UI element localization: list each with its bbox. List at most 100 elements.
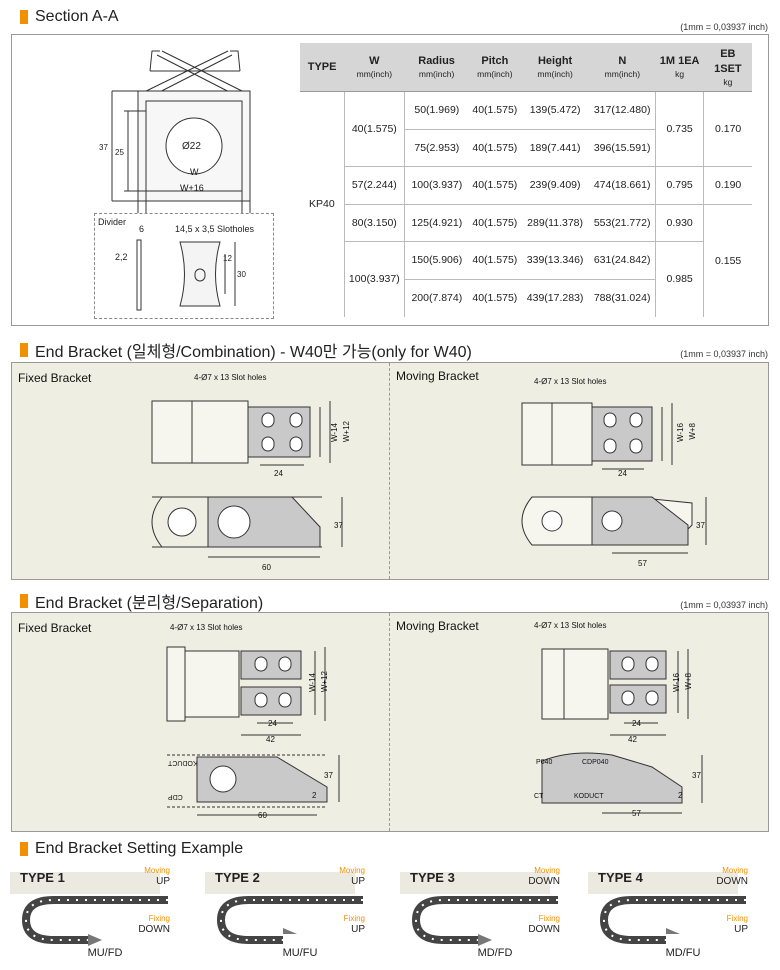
sep-fixed-24: 24 [268, 719, 277, 728]
divider-label: Divider [98, 217, 127, 227]
sep-moving-24: 24 [632, 719, 641, 728]
sep-moving-w16: W-16 [672, 673, 681, 692]
dim-37: 37 [99, 143, 108, 152]
divider-dim-12: 12 [223, 254, 232, 263]
sep-fixed-koduct: KODUCT [168, 759, 198, 766]
example-caption: MD/FD [477, 947, 513, 959]
section-marker-icon [20, 10, 28, 24]
chain-loop-icon [21, 896, 168, 946]
comb-fixed-w12: W+12 [342, 421, 351, 443]
example-caption: MU/FU [282, 947, 318, 959]
section-marker-icon [20, 594, 28, 608]
end-sep-panel: Fixed Bracket Moving Bracket 4-Ø7 x 13 S… [11, 612, 769, 832]
table-row: 200(7.874) 40(1.575) 439(17.283) 788(31.… [300, 278, 752, 317]
table-row: 80(3.150) 125(4.921) 40(1.575) 289(11.37… [300, 203, 752, 317]
divider-dim-22: 2,2 [115, 252, 128, 262]
sep-fixed-42: 42 [266, 735, 275, 744]
sep-moving-42: 42 [628, 735, 637, 744]
panel-divider [389, 363, 390, 579]
sep-fixed-cdp: CDP [168, 793, 183, 800]
cell-type: KP40 [309, 198, 335, 211]
example-type1: TYPE 1 Moving UP Fixing DOWN MU/FD [10, 864, 200, 969]
sep-moving-w8: W+8 [684, 673, 693, 690]
example-type2: TYPE 2 Moving UP Fixing UP MU/FU [205, 864, 395, 969]
divider-inset: Divider 6 2,2 14,5 x 3,5 Slotholes 12 30 [94, 213, 274, 319]
section-a-heading: Section A-A [20, 8, 119, 26]
section-a-drawing: 37 25 Ø22 [99, 50, 251, 213]
sep-moving-ct: CT [534, 793, 544, 800]
chain-loop-icon [411, 896, 558, 946]
panel-divider [389, 613, 390, 831]
sep-fixed-60: 60 [258, 811, 267, 820]
sep-moving-2: 2 [678, 791, 683, 800]
end-comb-heading: End Bracket (일체형/Combination) - W40만 가능(… [20, 338, 472, 362]
sep-moving-drawing [541, 648, 703, 814]
section-marker-icon [20, 842, 28, 856]
example-type-label: TYPE 4 [598, 870, 643, 885]
comb-moving-57: 57 [638, 559, 647, 568]
divider-dim-30: 30 [237, 270, 246, 279]
example-type-label: TYPE 3 [410, 870, 455, 885]
cell-w: 57(2.244) [343, 166, 405, 205]
table-row: KP40 40(1.575) 50(1.969) 40(1.575) 139(5… [300, 91, 752, 210]
sep-fixed-w12: W+12 [320, 671, 329, 693]
sep-moving-57: 57 [632, 809, 641, 818]
sep-fixed-drawing [166, 646, 340, 816]
comb-fixed-drawing [151, 400, 343, 558]
comb-moving-37: 37 [696, 521, 705, 530]
sep-fixed-w14: W-14 [308, 673, 317, 692]
setting-heading: End Bracket Setting Example [20, 840, 243, 858]
example-caption: MD/FU [665, 947, 701, 959]
table-row: 57(2.244) 100(3.937) 40(1.575) 239(9.409… [300, 166, 752, 205]
comb-moving-title: Moving Bracket [396, 369, 479, 383]
unit-note-sep: (1mm = 0,03937 inch) [680, 600, 768, 610]
sep-moving-title: Moving Bracket [396, 619, 479, 633]
sep-fixed-title: Fixed Bracket [18, 621, 92, 635]
sep-moving-cdp040: CDP040 [582, 759, 609, 766]
sep-fixed-37: 37 [324, 771, 333, 780]
unit-note-comb: (1mm = 0,03937 inch) [680, 349, 768, 359]
comb-fixed-title: Fixed Bracket [18, 371, 92, 385]
section-marker-icon [20, 343, 28, 357]
sep-fixed-slot: 4-Ø7 x 13 Slot holes [170, 623, 243, 632]
divider-dim-6: 6 [139, 224, 145, 234]
example-type4: TYPE 4 Moving DOWN Fixing UP MD/FU [588, 864, 778, 969]
th-type: TYPE [300, 43, 345, 93]
end-comb-panel: Fixed Bracket Moving Bracket 4-Ø7 x 13 S… [11, 362, 769, 580]
comb-fixed-24: 24 [274, 469, 283, 478]
comb-moving-drawing [521, 402, 707, 554]
section-a-panel: 37 25 Ø22 W W+16 Divider 6 2,2 14,5 x 3,… [11, 34, 769, 326]
sep-moving-p040: P040 [536, 759, 553, 766]
dim-25: 25 [115, 148, 124, 157]
comb-moving-w16: W-16 [676, 423, 685, 442]
comb-fixed-37: 37 [334, 521, 343, 530]
example-type-label: TYPE 1 [20, 870, 65, 885]
comb-fixed-slot: 4-Ø7 x 13 Slot holes [194, 373, 267, 382]
sep-moving-koduct: KODUCT [574, 793, 604, 800]
table-row: 75(2.953) 40(1.575) 189(7.441) 396(15.59… [300, 128, 752, 167]
comb-moving-24: 24 [618, 469, 627, 478]
dim-d22: Ø22 [182, 141, 201, 152]
sep-fixed-2: 2 [312, 791, 317, 800]
sep-moving-37: 37 [692, 771, 701, 780]
chain-loop-icon [216, 896, 363, 944]
cell-w: 80(3.150) [343, 203, 405, 242]
example-type-label: TYPE 2 [215, 870, 260, 885]
table-row: 100(3.937) 150(5.906) 40(1.575) 339(13.3… [300, 241, 752, 317]
example-caption: MU/FD [87, 947, 123, 959]
sep-moving-slot: 4-Ø7 x 13 Slot holes [534, 621, 607, 630]
comb-moving-w8: W+8 [688, 423, 697, 440]
divider-drawing [136, 239, 236, 311]
chain-loop-icon [599, 896, 746, 944]
unit-note-a: (1mm = 0,03937 inch) [680, 22, 768, 32]
dim-w: W [190, 167, 199, 177]
